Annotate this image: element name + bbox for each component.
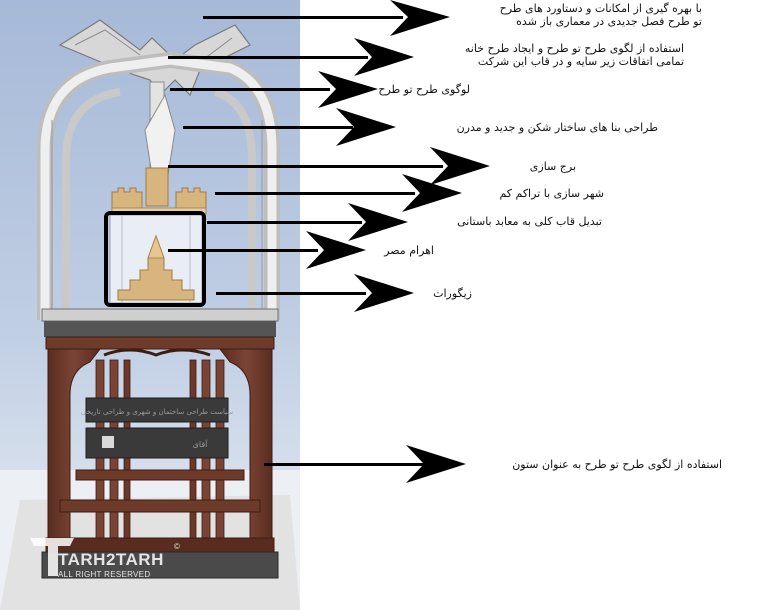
label-tower-building: برج سازی	[529, 160, 576, 173]
arrow-9	[216, 274, 414, 312]
plaque-line-2: آقای	[193, 439, 209, 449]
arrow-10	[264, 445, 466, 483]
stone-arch	[37, 51, 280, 320]
copyright-icon: ©	[174, 542, 180, 551]
label-logo: لوگوی طرح تو طرح	[378, 83, 470, 96]
glass-temple-box	[109, 214, 203, 304]
arrow-4	[183, 108, 396, 146]
label-logo-house-design: استفاده از لگوی طرح تو طرح و ایجاد طرح خ…	[464, 42, 684, 68]
label-ziggurat: زیگورات	[433, 287, 472, 300]
stone-slab	[41, 308, 279, 322]
label-ancient-temples: تبدیل قاب کلی به معابد باستانی	[457, 215, 602, 228]
highlight-frame	[104, 211, 206, 307]
arrow-7	[207, 203, 408, 241]
arrow-8	[168, 231, 366, 269]
label-egypt-pyramids: اهرام مصر	[384, 244, 434, 257]
plaque-line-1: سیاست طراحی ساختمان و شهری و طراحی تاریخ…	[81, 408, 233, 416]
watermark-logo-icon	[30, 538, 74, 576]
arrow-3	[170, 71, 378, 108]
watermark-name: TARH2TARH	[58, 550, 164, 569]
label-logo-as-column: استفاده از لگوی طرح تو طرح به عنوان ستون	[512, 458, 722, 471]
arrow-6	[215, 174, 462, 212]
arrow-5	[168, 147, 490, 185]
slab-edge	[44, 321, 276, 337]
plaque: سیاست طراحی ساختمان و شهری و طراحی تاریخ…	[81, 397, 233, 459]
label-new-architecture: با بهره گیری از امکانات و دستاورد های طر…	[499, 2, 702, 28]
callout-arrows	[168, 0, 490, 483]
label-low-density-urbanism: شهر سازی با تراکم کم	[499, 187, 604, 200]
label-modern-buildings: طراحی بنا های ساختار شکن و جدید و مدرن	[456, 121, 658, 134]
arrow-1	[203, 0, 450, 36]
arrow-2	[168, 38, 414, 76]
central-tower	[144, 81, 176, 207]
watermark: TARH2TARH ALL RIGHT RESERVED ©	[58, 542, 180, 579]
watermark-subtitle: ALL RIGHT RESERVED	[58, 570, 151, 579]
